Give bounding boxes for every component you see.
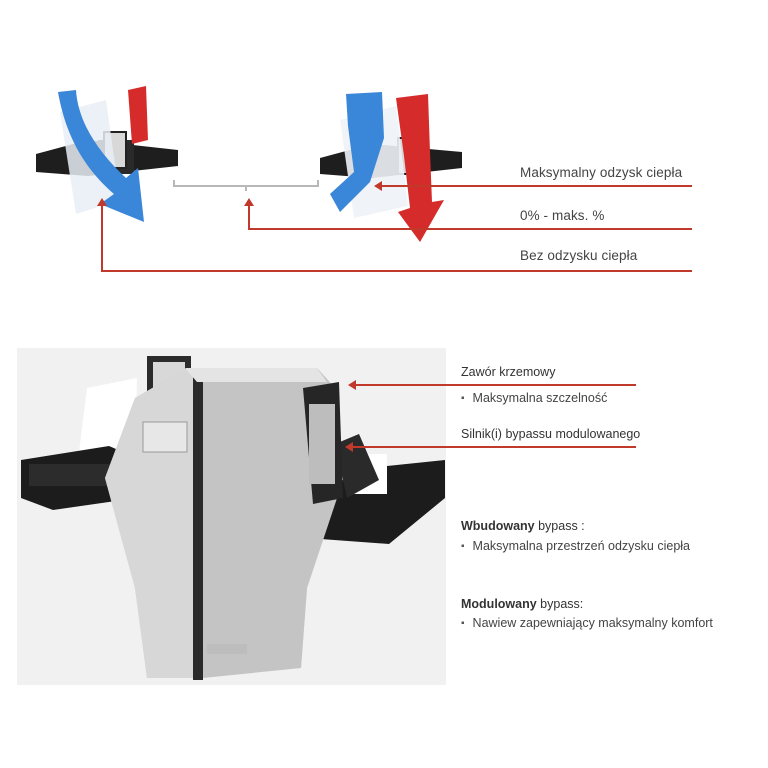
arrowhead-range [244, 198, 254, 206]
heat-exchanger-drawing [21, 356, 445, 680]
bypass-open-illustration [36, 86, 178, 222]
leader-valve [354, 384, 636, 386]
bullet-valve: Maksymalna szczelność [461, 391, 608, 405]
heading-modulated-bypass: Modulowany bypass: [461, 597, 583, 611]
leader-no-recovery-vertical [101, 205, 103, 272]
arrowhead-max-recovery [374, 181, 382, 191]
heat-exchanger-photo [17, 348, 446, 685]
leader-max-recovery [380, 185, 692, 187]
label-no-recovery: Bez odzysku ciepła [520, 248, 638, 263]
arrowhead-motor [345, 442, 353, 452]
heading-built-in-bold: Wbudowany [461, 519, 535, 533]
leader-motor [351, 446, 636, 448]
bracket-center-tick [245, 185, 247, 191]
leader-range-horizontal [248, 228, 692, 230]
leader-no-recovery-horizontal [101, 270, 692, 272]
heading-modulated-rest: bypass: [536, 597, 584, 611]
bullet-built-in: Maksymalna przestrzeń odzysku ciepła [461, 539, 690, 553]
bullet-modulated: Nawiew zapewniający maksymalny komfort [461, 616, 713, 630]
heading-modulated-bold: Modulowany [461, 597, 537, 611]
label-motor: Silnik(i) bypassu modulowanego [461, 427, 641, 441]
leader-range-vertical [248, 205, 250, 230]
bracket-left-tick [173, 180, 175, 187]
heat-recovery-illustration [320, 92, 462, 242]
bracket-right-tick [317, 180, 319, 187]
heading-built-in-bypass: Wbudowany bypass : [461, 519, 585, 533]
label-range: 0% - maks. % [520, 208, 605, 223]
arrowhead-no-recovery [97, 198, 107, 206]
label-valve: Zawór krzemowy [461, 365, 556, 379]
label-max-recovery: Maksymalny odzysk ciepła [520, 165, 683, 180]
arrowhead-valve [348, 380, 356, 390]
heading-built-in-rest: bypass : [534, 519, 585, 533]
